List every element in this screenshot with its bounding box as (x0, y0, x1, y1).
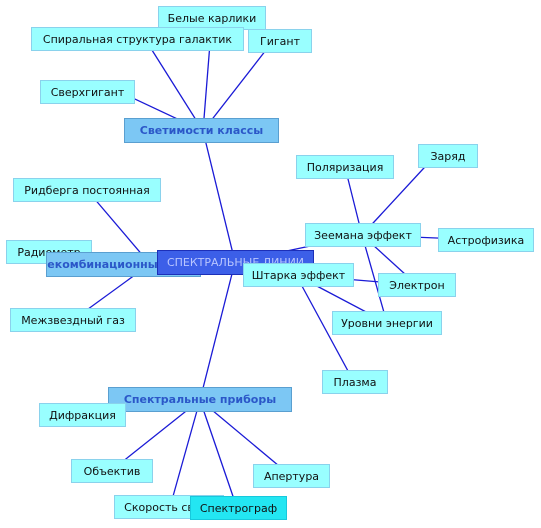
topic-plasma[interactable]: Плазма (322, 370, 388, 394)
topic-interstellar-gas[interactable]: Межзвездный газ (10, 308, 136, 332)
topic-supergiant[interactable]: Сверхгигант (40, 80, 135, 104)
topic-diffraction[interactable]: Дифракция (39, 403, 126, 427)
topic-spiral-structure[interactable]: Спиральная структура галактик (31, 27, 244, 51)
topic-energy-levels[interactable]: Уровни энергии (332, 311, 442, 335)
topic-aperture[interactable]: Апертура (253, 464, 330, 488)
main-topic-spectral-instruments[interactable]: Спектральные приборы (108, 387, 292, 412)
topic-giant[interactable]: Гигант (248, 29, 312, 53)
topic-objective[interactable]: Объектив (71, 459, 153, 483)
topic-polarization[interactable]: Поляризация (296, 155, 394, 179)
topic-stark[interactable]: Штарка эффект (243, 263, 354, 287)
topic-zeeman[interactable]: Зеемана эффект (305, 223, 421, 247)
main-topic-luminosity-classes[interactable]: Светимости классы (124, 118, 279, 143)
topic-rydberg[interactable]: Ридберга постоянная (13, 178, 161, 202)
topic-spectrograph[interactable]: Спектрограф (190, 496, 287, 520)
topic-astrophysics[interactable]: Астрофизика (438, 228, 534, 252)
topic-charge[interactable]: Заряд (418, 144, 478, 168)
topic-electron[interactable]: Электрон (378, 273, 456, 297)
